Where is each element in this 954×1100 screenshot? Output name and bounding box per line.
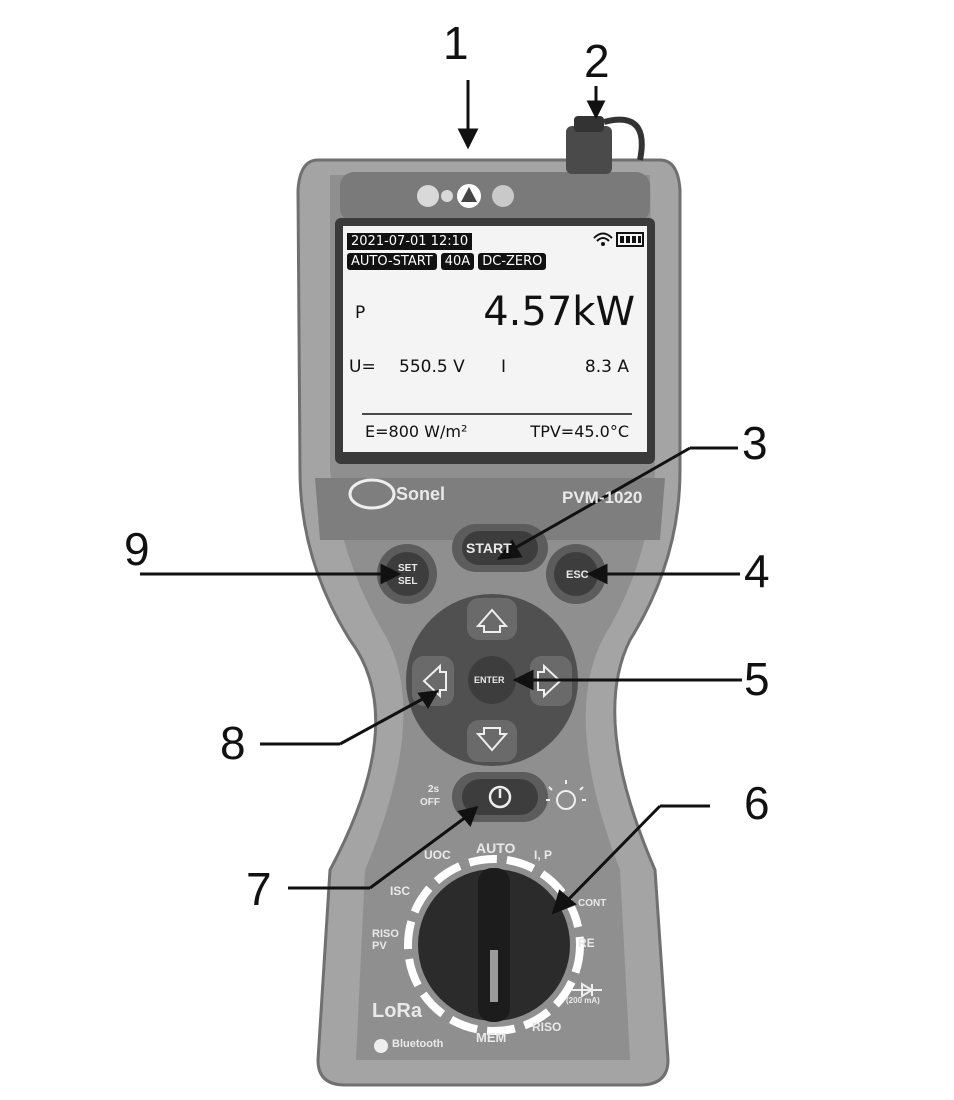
bluetooth-icon <box>374 1039 388 1053</box>
lora-logo: LoRa <box>372 1000 422 1022</box>
chip-dc-zero: DC-ZERO <box>478 253 547 270</box>
lcd-voltage-label: U= <box>349 357 376 377</box>
connector-tether <box>603 116 645 161</box>
battery-cell <box>632 236 636 243</box>
arrow-3-head <box>496 539 523 560</box>
led-indicator-1 <box>417 185 439 207</box>
callout-2: 2 <box>584 35 610 87</box>
callout-arrows <box>140 80 742 915</box>
right-arrow-icon <box>537 663 562 699</box>
lcd-datetime: 2021-07-01 12:10 <box>347 233 473 250</box>
dial-indicator <box>490 950 498 1002</box>
lcd-status-row: 2021-07-01 12:10 <box>347 230 473 250</box>
esc-button[interactable]: ESC <box>566 569 589 581</box>
arrow-7-line-b <box>369 812 471 890</box>
callout-5: 5 <box>744 653 770 705</box>
up-arrow-icon <box>475 608 509 633</box>
callout-3: 3 <box>742 417 768 469</box>
dial-ring <box>404 855 584 1035</box>
connector-port <box>566 126 612 174</box>
lcd-power-value: 4.57kW <box>483 289 635 335</box>
dial-label-mem: MEM <box>476 1030 507 1045</box>
callout-6: 6 <box>744 777 770 829</box>
arrow-6-head <box>551 889 577 915</box>
dial-pointer <box>478 868 510 1022</box>
enter-button[interactable]: ENTER <box>474 675 505 685</box>
model-label: PVM-1020 <box>562 488 643 507</box>
up-button-shape <box>467 598 517 640</box>
down-arrow-icon <box>475 727 509 752</box>
dial-label-riso-pv: RISO PV <box>372 928 399 952</box>
dial-label-auto: AUTO <box>476 840 516 856</box>
callout-8: 8 <box>220 717 246 769</box>
connector-cap <box>574 116 604 132</box>
arrow-9-head <box>380 563 402 585</box>
diode-icon <box>572 982 602 998</box>
arrow-8-head <box>417 690 439 709</box>
diode-note: (200 mA) <box>566 996 600 1005</box>
lcd-temperature: TPV=45.0°C <box>530 422 629 441</box>
dial-label-riso: RISO <box>532 1020 562 1034</box>
arrow-6-line-b <box>564 804 662 904</box>
battery-cell <box>620 236 624 243</box>
bluetooth-logo: Bluetooth <box>392 1038 444 1050</box>
backlight-icon <box>556 790 576 810</box>
sel-button[interactable]: SEL <box>398 576 418 587</box>
lcd-irradiance: E=800 W/m² <box>365 422 468 441</box>
arrow-8-line-b <box>339 694 429 746</box>
dial-label-isc: ISC <box>390 884 411 898</box>
start-button[interactable]: START <box>466 540 512 556</box>
callout-7: 7 <box>246 863 272 915</box>
battery-cell <box>626 236 630 243</box>
setsel-button-shape <box>385 552 429 596</box>
chip-40a: 40A <box>440 253 475 270</box>
arrow-3-line-b <box>507 446 691 554</box>
arrow-4-head <box>586 563 608 585</box>
lcd-voltage-value: 550.5 V <box>399 357 465 377</box>
arrow-7-head <box>457 805 479 827</box>
wifi-dot <box>601 242 605 246</box>
brand-logo: Sonel <box>396 484 446 504</box>
dial-label-re: RE <box>578 936 595 950</box>
arrow-1-head <box>457 128 479 150</box>
brand-band <box>315 478 665 540</box>
arrow-5-head <box>512 669 534 691</box>
callout-9: 9 <box>124 523 150 575</box>
lcd-power-label: P <box>355 303 366 323</box>
off-note-label: OFF <box>420 797 440 808</box>
sonel-logo-mark <box>348 478 396 510</box>
power-icon <box>488 785 512 809</box>
backlight-rays <box>546 780 586 801</box>
battery-cell <box>638 236 641 243</box>
dial-label-cont: CONT <box>578 898 607 909</box>
probe-icon <box>492 185 514 207</box>
battery-icon <box>616 232 644 247</box>
lcd-current-value: 8.3 A <box>584 357 629 377</box>
warning-triangle <box>461 187 477 202</box>
callout-4: 4 <box>744 545 770 597</box>
esc-button-shape <box>554 552 598 596</box>
down-button-shape <box>467 720 517 762</box>
set-button[interactable]: SET <box>398 563 418 574</box>
led-indicator-2 <box>441 190 453 202</box>
enter-button-shape <box>468 656 516 704</box>
wifi-icon <box>593 232 613 242</box>
callout-1: 1 <box>443 17 469 69</box>
chip-auto-start: AUTO-START <box>347 253 437 270</box>
arrow-2-head <box>586 100 606 120</box>
left-arrow-icon <box>422 663 447 699</box>
off-note-time: 2s <box>428 784 440 795</box>
dial-label-uoc: UOC <box>424 848 451 862</box>
lcd-current-label: I <box>501 357 507 377</box>
dial-label-ip: I, P <box>534 848 553 862</box>
